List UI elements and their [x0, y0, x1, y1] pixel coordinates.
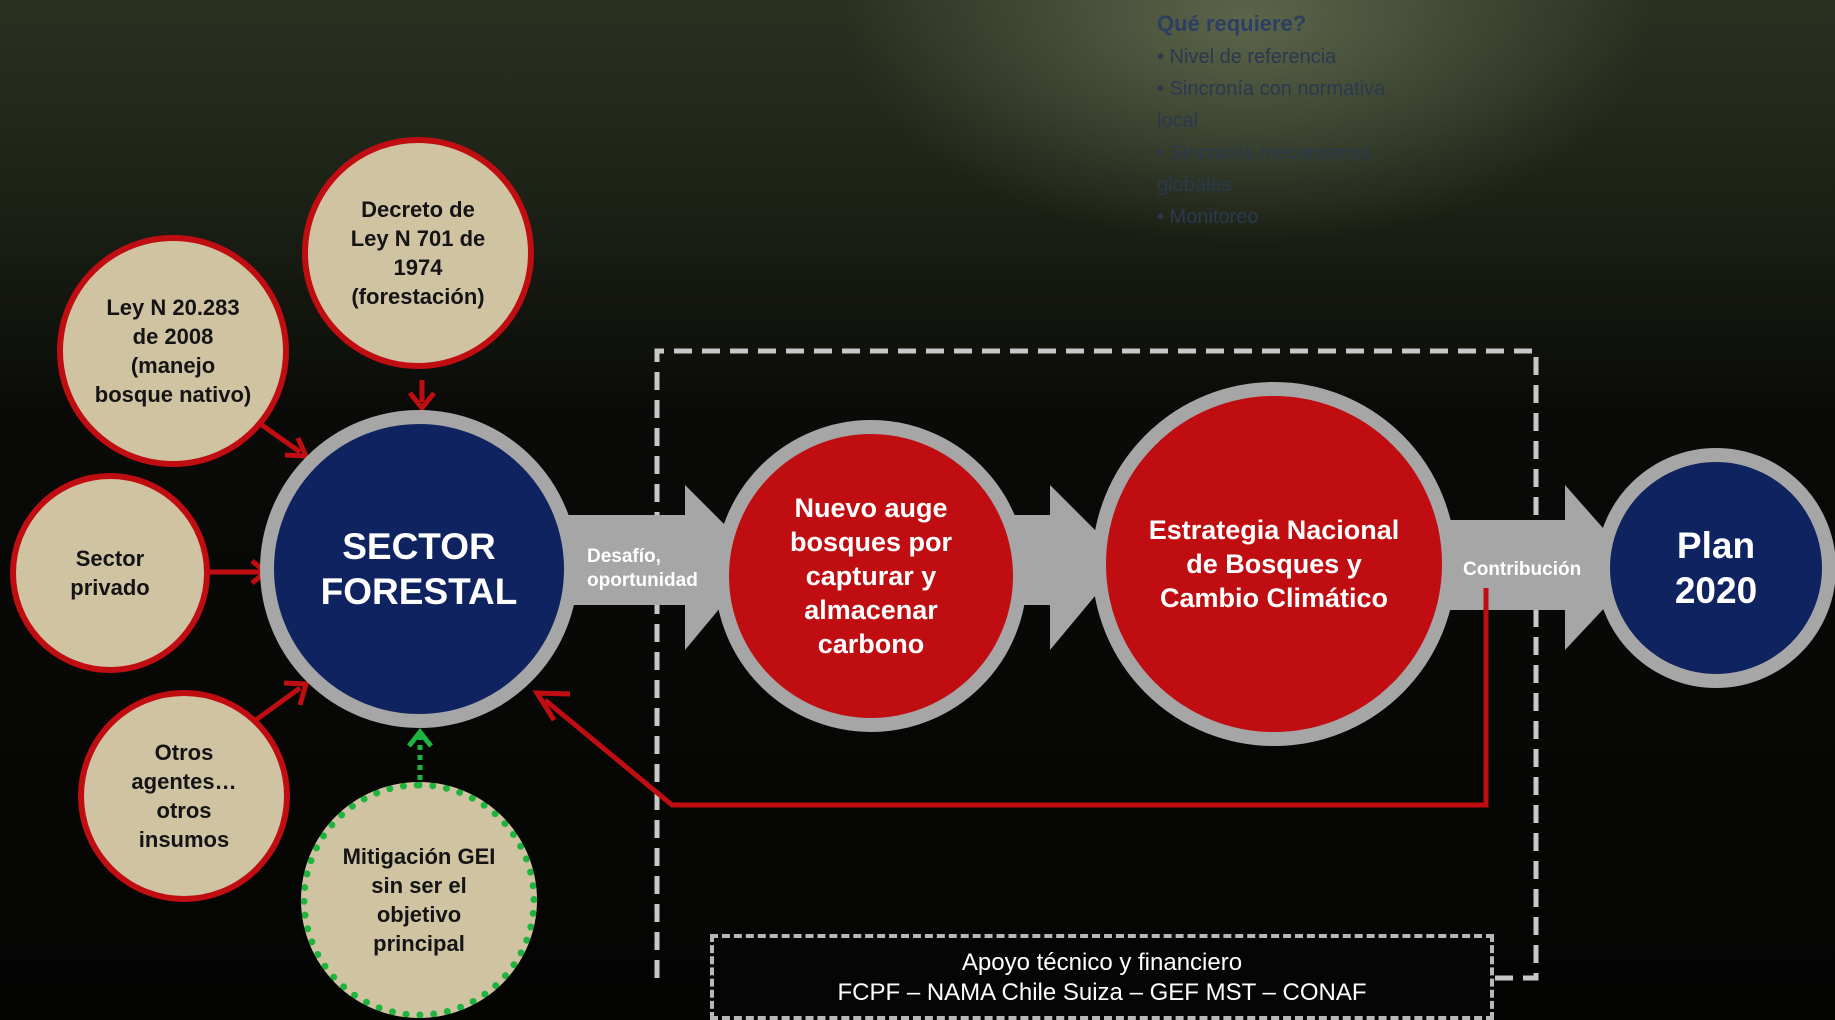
- requirement-item: • Sincronía mecanismos globales: [1157, 142, 1372, 196]
- mitigacion-gei-circle: Mitigación GEI sin ser el objetivo princ…: [301, 782, 537, 1018]
- support-line-2: FCPF – NAMA Chile Suiza – GEF MST – CONA…: [837, 979, 1367, 1006]
- contribucion-label: Contribución: [1463, 559, 1582, 580]
- requirements-panel: Qué requiere? • Nivel de referencia • Si…: [1157, 8, 1387, 233]
- decreto-ley-701-circle: Decreto de Ley N 701 de 1974 (forestació…: [302, 137, 534, 369]
- otros-agentes-circle: Otros agentes… otros insumos: [78, 690, 290, 902]
- plan-2020-circle: Plan 2020: [1596, 448, 1835, 688]
- support-box: Apoyo técnico y financiero FCPF – NAMA C…: [710, 934, 1494, 1020]
- feedback-line: [543, 588, 1489, 808]
- feedback-arrowhead: [532, 690, 571, 722]
- sector-forestal-circle: SECTOR FORESTAL: [260, 410, 578, 728]
- sector-privado-circle: Sector privado: [10, 473, 210, 673]
- estrategia-nacional-circle: Estrategia Nacional de Bosques y Cambio …: [1092, 382, 1456, 746]
- requirements-title: Qué requiere?: [1157, 11, 1307, 36]
- arrow-between: [1010, 485, 1125, 650]
- support-line-1: Apoyo técnico y financiero: [961, 949, 1243, 976]
- requirement-item: • Sincronía con normativa local: [1157, 78, 1386, 132]
- arrow-desafio: [560, 485, 760, 650]
- requirement-item: • Nivel de referencia: [1157, 46, 1337, 68]
- ley-20283-circle: Ley N 20.283 de 2008 (manejo bosque nati…: [57, 235, 289, 467]
- desafio-label: Desafío, oportunidad: [587, 546, 698, 591]
- requirement-item: • Monitoreo: [1157, 206, 1259, 228]
- nuevo-auge-circle: Nuevo auge bosques por capturar y almace…: [715, 420, 1027, 732]
